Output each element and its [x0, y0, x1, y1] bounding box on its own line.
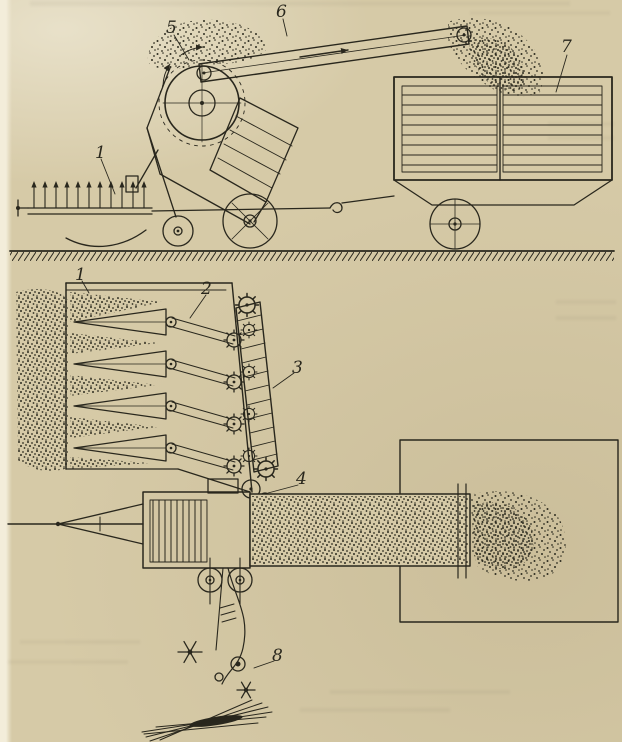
crop-wedge-stipple [70, 457, 150, 469]
label-leader [81, 280, 90, 294]
rotation-arrow-icon [162, 63, 171, 87]
cross-conveyor [234, 292, 279, 482]
trailer [393, 76, 613, 250]
machine-body-plan [142, 491, 251, 569]
part-label-top-5: 5 [166, 18, 177, 38]
label-leader [100, 158, 116, 195]
draw-bar-link [151, 195, 395, 214]
part-label-bottom-2: 2 [200, 279, 212, 299]
crop-wedge-stipple [70, 417, 158, 438]
ground-line [9, 250, 615, 261]
gathering-header-plan [65, 282, 253, 493]
row-dividers-and-chains [73, 308, 258, 477]
label-leader [267, 484, 299, 494]
side-view: 1 5 6 7 [9, 2, 615, 261]
star-wheel-icon [177, 640, 203, 664]
plan-view: 1 2 3 4 8 [7, 265, 619, 742]
hitch-drawbar-plan [7, 503, 144, 545]
crop-mass-stipple [16, 289, 68, 471]
label-leader [282, 18, 288, 37]
label-leader [253, 660, 275, 669]
crop-header-side [16, 149, 159, 248]
flow-direction-arrow-icon [299, 48, 349, 58]
part-label-top-6: 6 [276, 2, 287, 22]
side-view-labels: 1 5 6 7 [95, 2, 572, 195]
part-label-top-1: 1 [95, 143, 106, 163]
plan-view-labels: 1 2 3 4 8 [75, 265, 307, 669]
crop-flow-stipple-left [147, 19, 268, 69]
part-label-bottom-3: 3 [292, 358, 303, 378]
loading-conveyor [196, 25, 472, 83]
machine-wheels [162, 193, 278, 249]
part-label-bottom-4: 4 [295, 469, 307, 489]
binder-mechanism [177, 567, 256, 699]
part-label-top-7: 7 [561, 37, 572, 57]
label-leader [555, 54, 568, 93]
page-edge-strip [0, 0, 12, 742]
crop-wedge-stipple [70, 333, 158, 354]
skid-shoe [65, 229, 147, 248]
label-leader [189, 294, 207, 319]
part-label-bottom-8: 8 [272, 646, 283, 666]
discharge-duct [249, 483, 471, 579]
wheels-plan [197, 557, 253, 605]
sheaf-bundle [141, 699, 273, 742]
rotation-arrow-icon [180, 44, 204, 56]
label-leader [173, 34, 190, 61]
crop-wedge-stipple [70, 292, 162, 322]
label-leader [272, 372, 295, 389]
hitch-hook-icon [329, 202, 343, 214]
machine-frame [146, 67, 299, 225]
star-wheel-icon [236, 681, 256, 699]
discharge-spray-core [472, 502, 534, 570]
part-label-bottom-1: 1 [75, 265, 86, 285]
crop-wedge-stipple [70, 375, 158, 396]
